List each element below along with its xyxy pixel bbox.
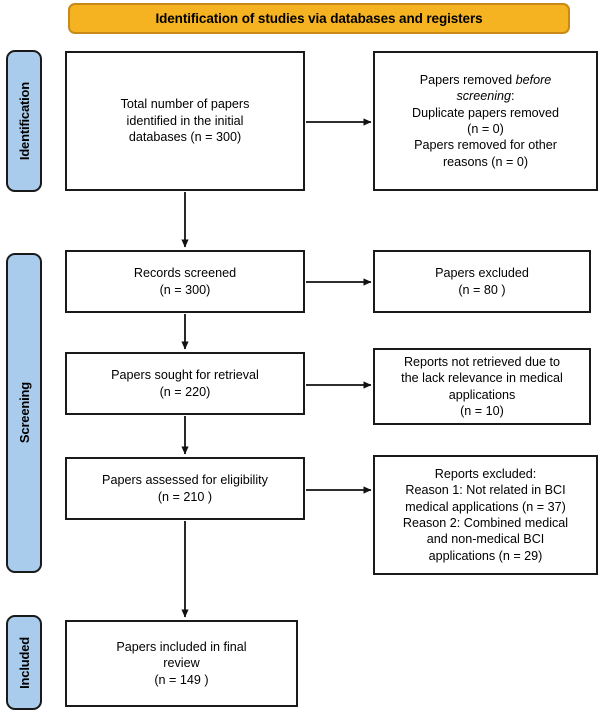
box-removed-line1: Papers removed before: [381, 72, 590, 88]
box-reports-excluded-line3: medical applications (n = 37): [405, 499, 566, 514]
stage-pill-screening: Screening: [6, 253, 42, 573]
banner-title: Identification of studies via databases …: [155, 11, 483, 26]
box-not-retrieved-line4: (n = 10): [460, 403, 504, 418]
box-removed-line2-emphasis: screening: [456, 89, 512, 104]
box-papers-excluded-line1: Papers excluded: [435, 266, 529, 281]
stage-pill-identification: Identification: [6, 50, 42, 192]
box-removed-line2-post: :: [511, 89, 515, 104]
box-removed-before-screening: Papers removed before screening: Duplica…: [373, 51, 598, 191]
box-included-line2: review: [163, 656, 200, 671]
box-removed-line3: Duplicate papers removed: [411, 105, 559, 120]
box-reports-excluded-line1: Reports excluded:: [434, 466, 537, 481]
box-not-retrieved-line1: Reports not retrieved due to: [403, 354, 561, 369]
stage-pill-included: Included: [6, 615, 42, 710]
box-included-line1: Papers included in final: [116, 639, 247, 654]
box-assessed-for-eligibility: Papers assessed for eligibility (n = 210…: [65, 457, 305, 520]
box-assessed-line1: Papers assessed for eligibility: [102, 473, 268, 488]
box-records-screened-line1: Records screened: [133, 266, 237, 281]
box-removed-line2: screening:: [381, 88, 590, 104]
stage-label-screening: Screening: [16, 382, 32, 444]
box-sought-for-retrieval: Papers sought for retrieval (n = 220): [65, 352, 305, 415]
box-reports-excluded: Reports excluded: Reason 1: Not related …: [373, 455, 598, 575]
box-assessed-line2: (n = 210 ): [157, 489, 213, 504]
box-records-screened: Records screened (n = 300): [65, 250, 305, 313]
box-sought-line2: (n = 220): [159, 384, 211, 399]
box-total-identified-line2: identified in the initial: [126, 113, 244, 128]
box-total-identified-line3: databases (n = 300): [128, 130, 242, 145]
box-reports-excluded-line4: Reason 2: Combined medical: [402, 516, 569, 530]
box-removed-line1-pre: Papers removed: [419, 72, 516, 87]
box-not-retrieved-line2: the lack relevance in medical: [401, 371, 563, 386]
box-removed-line4: (n = 0): [467, 122, 504, 136]
box-not-retrieved-line3: applications: [448, 387, 516, 402]
stage-label-identification: Identification: [16, 81, 32, 161]
box-removed-line5: Papers removed for other: [414, 138, 557, 153]
stage-label-included: Included: [16, 636, 32, 689]
box-total-identified: Total number of papers identified in the…: [65, 51, 305, 191]
box-reports-not-retrieved: Reports not retrieved due to the lack re…: [373, 348, 591, 425]
box-reports-excluded-line5: and non-medical BCI: [426, 532, 545, 547]
box-papers-excluded-line2: (n = 80 ): [458, 282, 506, 297]
box-reports-excluded-line6: applications (n = 29): [428, 548, 543, 563]
box-removed-line1-emphasis: before: [515, 72, 552, 87]
box-included-in-final-review: Papers included in final review (n = 149…: [65, 620, 298, 707]
diagram-banner: Identification of studies via databases …: [68, 3, 570, 34]
box-total-identified-line1: Total number of papers: [120, 97, 250, 112]
box-reports-excluded-line2: Reason 1: Not related in BCI: [405, 483, 566, 498]
box-removed-line6: reasons (n = 0): [442, 154, 529, 169]
box-sought-line1: Papers sought for retrieval: [111, 368, 259, 383]
box-papers-excluded: Papers excluded (n = 80 ): [373, 250, 591, 313]
box-included-line3: (n = 149 ): [154, 672, 209, 687]
box-records-screened-line2: (n = 300): [159, 282, 211, 297]
